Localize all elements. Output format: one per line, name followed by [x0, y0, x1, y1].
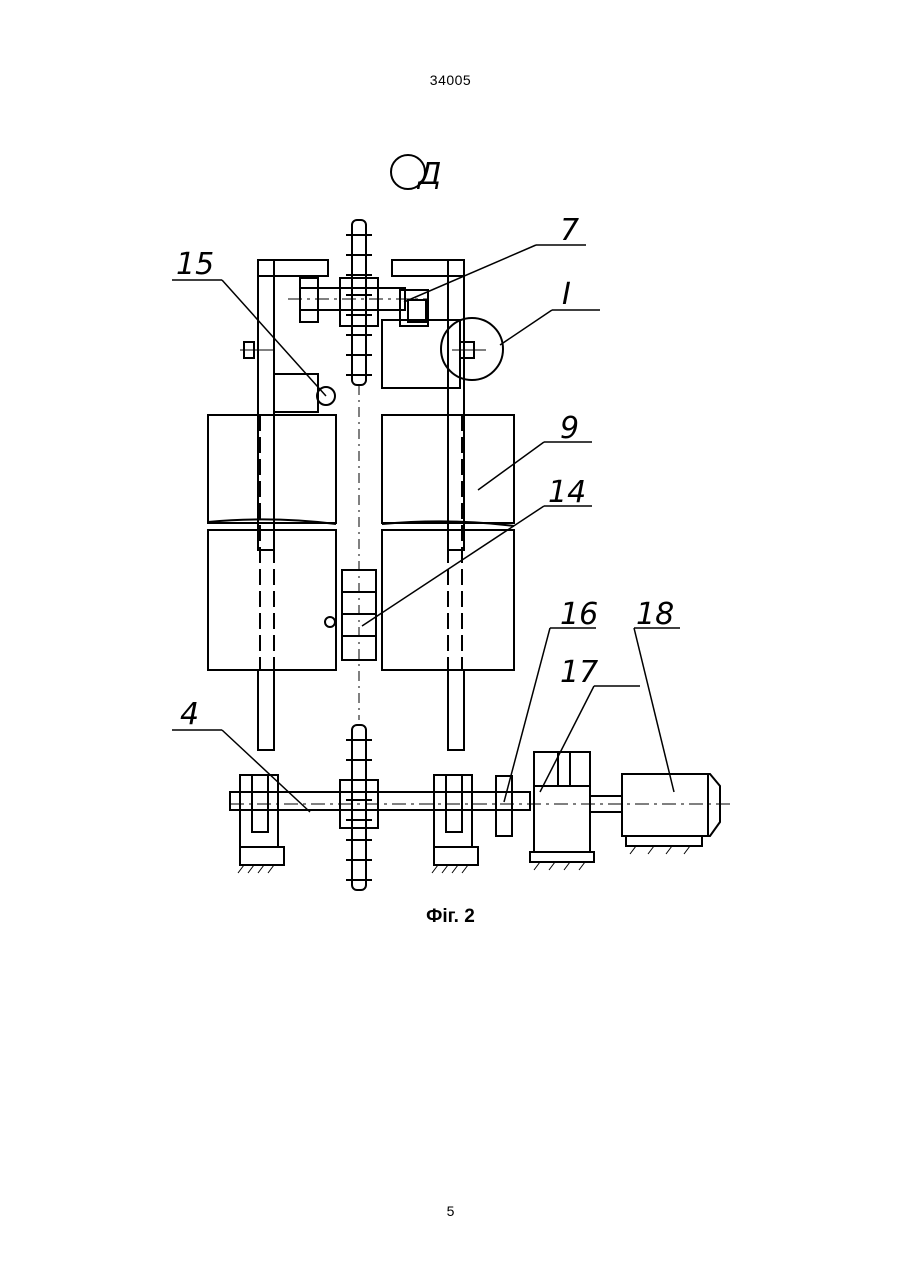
electric-motor — [622, 774, 720, 836]
callout-16: 16 — [560, 597, 598, 632]
callout-15: 15 — [176, 247, 214, 282]
callout-I: I — [562, 277, 571, 312]
callout-17: 17 — [560, 655, 598, 690]
bottom-sprocket — [352, 725, 366, 890]
callout-14: 14 — [548, 475, 586, 510]
figure-caption: Фіг. 2 — [0, 906, 901, 928]
callout-4: 4 — [180, 697, 199, 732]
right-frame-top — [392, 260, 464, 276]
page-number: 5 — [0, 1203, 901, 1219]
callout-7: 7 — [560, 213, 579, 248]
left-roller-upper — [208, 415, 336, 523]
left-frame-top — [258, 260, 328, 276]
gearbox — [534, 752, 590, 852]
callout-18: 18 — [636, 597, 674, 632]
callout-9: 9 — [560, 411, 579, 446]
view-label: Д — [416, 157, 441, 192]
top-sprocket — [352, 220, 366, 385]
coupling — [496, 776, 512, 836]
technical-drawing: Д 15 7 I 9 14 16 17 18 4 — [160, 140, 740, 900]
top-shaft-collar — [300, 278, 318, 322]
document-number: 34005 — [0, 72, 901, 88]
top-sprocket-hub — [340, 278, 378, 326]
detail-I-circle — [441, 318, 503, 380]
main-shaft — [230, 792, 530, 810]
